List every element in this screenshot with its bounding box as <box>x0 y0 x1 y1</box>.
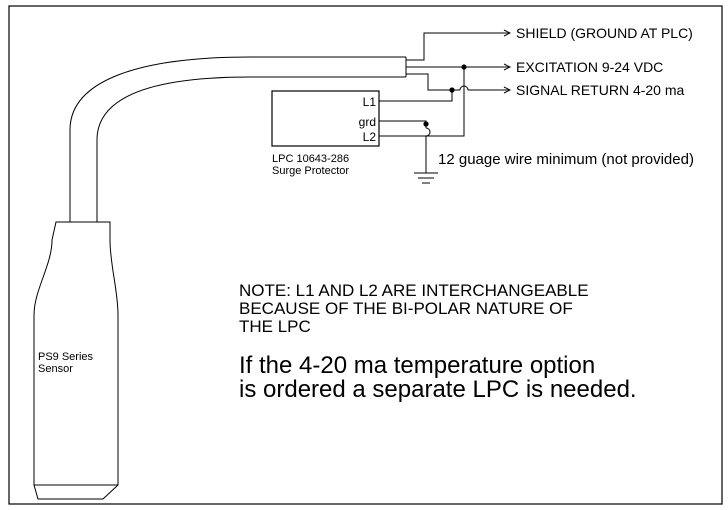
sensor-body <box>33 221 119 500</box>
terminal-l1-label: L1 <box>363 95 377 109</box>
surge-protector-name: Surge Protector <box>272 165 349 177</box>
l1-wire <box>379 90 453 102</box>
shield-label: SHIELD (GROUND AT PLC) <box>516 25 693 41</box>
excitation-wire <box>406 63 512 71</box>
surge-protector-box <box>271 90 380 147</box>
sensor-label-line-1: PS9 Series <box>38 351 94 363</box>
signal-return-label: SIGNAL RETURN 4-20 ma <box>516 82 685 98</box>
excitation-label: EXCITATION 9-24 VDC <box>516 59 663 75</box>
junction-dot <box>423 121 429 127</box>
sensor-label-line-2: Sensor <box>38 363 73 375</box>
terminal-l2-label: L2 <box>363 130 377 144</box>
sensor-cable <box>69 56 407 222</box>
note-line-1: NOTE: L1 AND L2 ARE INTERCHANGEABLE <box>239 281 589 300</box>
l2-wire <box>379 67 465 137</box>
note-line-3: THE LPC <box>239 317 311 336</box>
terminal-grd-label: grd <box>359 115 376 129</box>
signal-return-wire <box>406 73 512 94</box>
note-line-2: BECAUSE OF THE BI-POLAR NATURE OF <box>239 299 573 318</box>
ground-wire <box>379 120 431 173</box>
surge-protector-part-number: LPC 10643-286 <box>272 153 349 165</box>
temperature-note-line-2: is ordered a separate LPC is needed. <box>239 376 637 403</box>
diagram-border <box>8 5 723 505</box>
ground-symbol <box>414 172 438 184</box>
ground-wire-note: 12 guage wire minimum (not provided) <box>438 151 694 168</box>
temperature-note-line-1: If the 4-20 ma temperature option <box>239 352 595 379</box>
shield-wire <box>406 29 512 61</box>
